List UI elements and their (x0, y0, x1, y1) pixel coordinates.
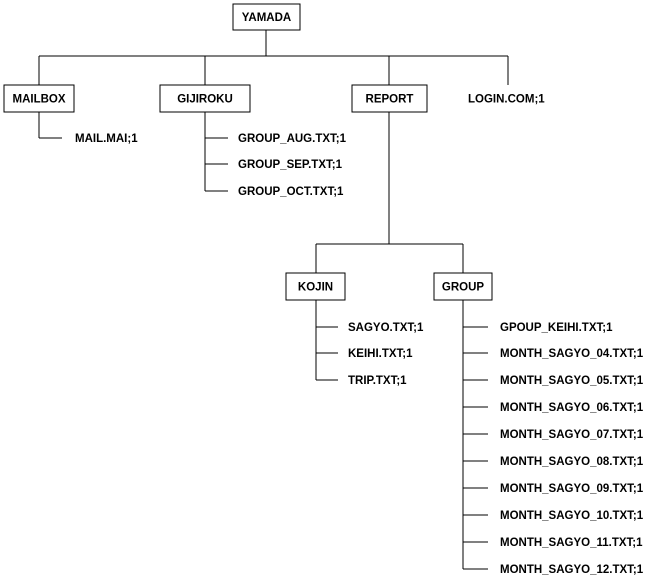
directory-box-report (351, 84, 428, 113)
directory-node-group: GROUP (433, 272, 493, 301)
file-label-login-com: LOGIN.COM;1 (468, 94, 545, 106)
file-label-group-6: MONTH_SAGYO_08.TXT;1 (500, 456, 644, 468)
file-label-kojin-1: SAGYO.TXT;1 (348, 322, 424, 334)
file-label-group-9: MONTH_SAGYO_11.TXT;1 (500, 537, 643, 549)
connector-lines (38, 30, 509, 570)
root-node-yamada: YAMADA (232, 3, 301, 31)
directory-box-kojin (285, 272, 346, 301)
file-label-group-3: MONTH_SAGYO_05.TXT;1 (500, 375, 644, 387)
file-label-gijiroku-3: GROUP_OCT.TXT;1 (238, 186, 344, 198)
directory-box-gijiroku (159, 84, 251, 113)
directory-node-mailbox: MAILBOX (3, 84, 75, 113)
file-label-gijiroku-1: GROUP_AUG.TXT;1 (238, 133, 347, 145)
file-label-group-2: MONTH_SAGYO_04.TXT;1 (500, 348, 644, 360)
file-label-gijiroku-2: GROUP_SEP.TXT;1 (238, 159, 343, 171)
file-label-group-7: MONTH_SAGYO_09.TXT;1 (500, 483, 644, 495)
directory-label-mailbox: MAILBOX (12, 94, 65, 106)
root-node-label: YAMADA (242, 12, 291, 24)
file-label-group-5: MONTH_SAGYO_07.TXT;1 (500, 429, 644, 441)
directory-node-gijiroku: GIJIROKU (159, 84, 251, 113)
directory-label-kojin: KOJIN (298, 282, 333, 294)
file-label-group-8: MONTH_SAGYO_10.TXT;1 (500, 510, 644, 522)
directory-label-gijiroku: GIJIROKU (177, 94, 233, 106)
root-node-box (232, 3, 301, 31)
file-label-mailbox-1: MAIL.MAI;1 (75, 133, 138, 145)
directory-node-report: REPORT (351, 84, 428, 113)
directory-label-group: GROUP (442, 282, 485, 294)
file-label-group-10: MONTH_SAGYO_12.TXT;1 (500, 564, 644, 576)
file-label-group-1: GPOUP_KEIHI.TXT;1 (500, 322, 613, 334)
file-label-group-4: MONTH_SAGYO_06.TXT;1 (500, 402, 644, 414)
directory-node-kojin: KOJIN (285, 272, 346, 301)
file-label-kojin-3: TRIP.TXT;1 (348, 375, 407, 387)
directory-label-report: REPORT (366, 94, 414, 106)
directory-box-mailbox (3, 84, 75, 113)
file-label-kojin-2: KEIHI.TXT;1 (348, 348, 413, 360)
directory-box-group (433, 272, 493, 301)
